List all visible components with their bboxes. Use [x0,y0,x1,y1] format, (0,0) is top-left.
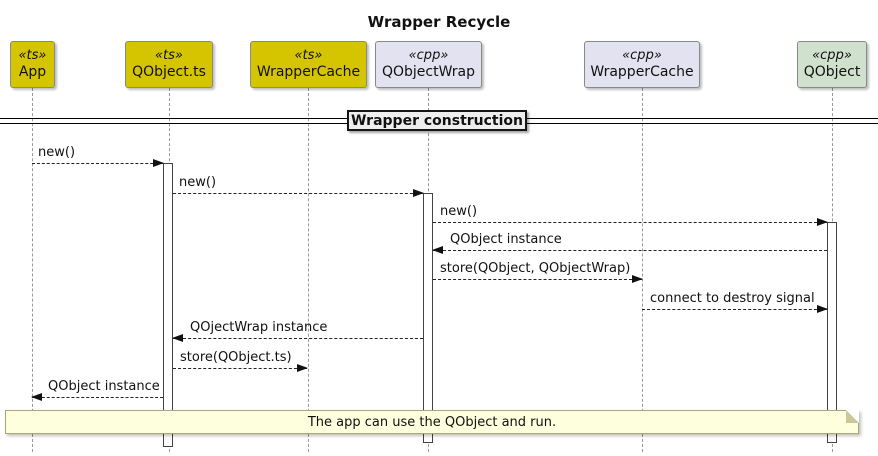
message-return-qobject-instance-to-app: QObject instance [31,379,163,401]
message-label: new() [179,175,217,190]
diagram-title: Wrapper Recycle [367,13,511,31]
arrowhead-right-icon [153,159,164,167]
message-arrow-line [433,218,828,226]
participant-name: QObject.ts [132,64,206,80]
participant-app: «ts» App [10,41,55,88]
message-store-qobject-qobjectwrap: store(QObject, QObjectWrap) [433,261,643,283]
note-text: The app can use the QObject and run. [307,414,557,430]
message-arrow-line [433,275,643,283]
participant-stereotype: «cpp» [812,48,852,63]
arrowhead-right-icon [817,218,828,226]
arrowhead-left-icon [172,334,183,342]
arrowhead-right-icon [817,305,828,313]
arrowhead-left-icon [31,393,42,401]
message-arrow-line [173,189,424,197]
participant-stereotype: «cpp» [408,48,449,63]
arrowhead-right-icon [413,189,424,197]
message-arrow-line [31,393,163,401]
message-arrow-line [32,159,164,167]
lifeline-app [32,88,33,452]
participant-stereotype: «ts» [18,48,47,63]
participant-qobjectwrap: «cpp» QObjectWrap [375,41,482,88]
participant-qobject-cpp: «cpp» QObject [797,41,867,88]
note-fold-corner-icon [846,410,859,423]
activation-bar-qobject-cpp [827,222,837,443]
message-label: QObject instance [48,379,160,394]
message-arrow-line [432,246,827,254]
arrowhead-right-icon [297,364,308,372]
arrowhead-left-icon [432,246,443,254]
message-new-qobjectts-to-qobjectwrap: new() [173,175,424,197]
message-new-app-to-qobjectts: new() [32,145,164,167]
participant-stereotype: «ts» [155,48,183,63]
participant-wrappercache-ts: «ts» WrapperCache [250,41,367,88]
participant-name: QObject [803,64,861,80]
message-return-qojectwrap-instance: QOjectWrap instance [172,320,423,342]
message-label: connect to destroy signal [650,291,815,306]
note-across: The app can use the QObject and run. [5,410,859,434]
message-store-qobjectts: store(QObject.ts) [173,350,308,372]
message-label: store(QObject, QObjectWrap) [440,261,631,276]
participant-name: QObjectWrap [381,64,476,80]
message-label: new() [38,145,76,160]
divider-label: Wrapper construction [347,110,527,131]
lifeline-wrappercache-ts [308,88,309,452]
message-label: store(QObject.ts) [180,350,292,365]
message-return-qobject-instance-to-qobjectwrap: QObject instance [432,232,827,254]
activation-bar-qobject-ts [163,163,173,447]
activation-bar-qobjectwrap [423,193,433,443]
lifeline-wrappercache-cpp [642,88,643,452]
message-label: QOjectWrap instance [190,320,328,335]
message-arrow-line [172,334,423,342]
participant-name: App [18,64,47,80]
message-arrow-line [642,305,828,313]
message-label: new() [440,204,478,219]
participant-qobject-ts: «ts» QObject.ts [125,41,213,88]
participant-wrappercache-cpp: «cpp» WrapperCache [584,41,700,88]
message-label: QObject instance [450,232,562,247]
participant-name: WrapperCache [256,64,361,80]
message-new-qobjectwrap-to-qobject: new() [433,204,828,226]
message-arrow-line [173,364,308,372]
participant-stereotype: «ts» [294,48,323,63]
participant-stereotype: «cpp» [622,48,662,63]
arrowhead-right-icon [632,275,643,283]
participant-name: WrapperCache [590,64,694,80]
message-connect-destroy-signal: connect to destroy signal [642,291,828,313]
